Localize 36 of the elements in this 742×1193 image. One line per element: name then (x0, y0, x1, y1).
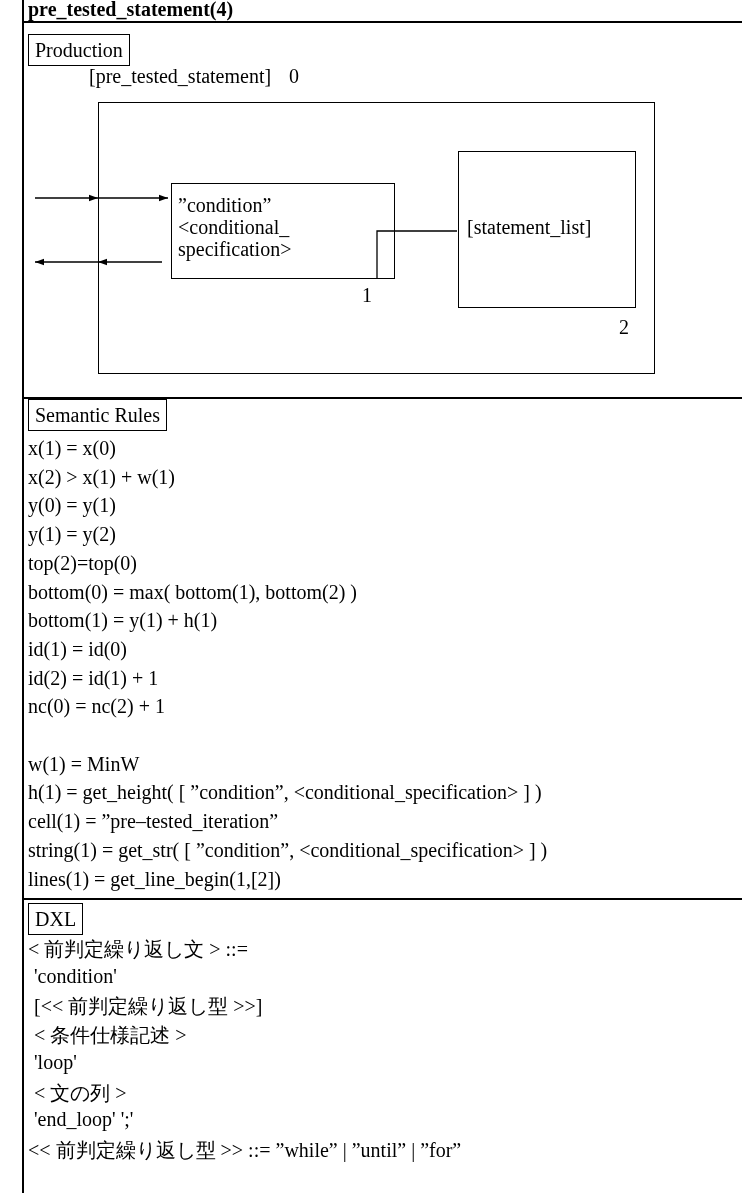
rule-text: id(1) = id(0) (28, 637, 128, 661)
box-number: 1 (362, 284, 372, 307)
section-heading: Semantic Rules (28, 399, 167, 431)
rule-text: bottom(0) = max( bottom(1), bottom(2) ) (28, 580, 357, 604)
node-text: ”condition” <conditional_ specification> (178, 194, 293, 260)
rule-text: x(1) = x(0) (28, 437, 116, 460)
table-title: pre_tested_statement(4) (28, 0, 234, 21)
section-heading: Production (28, 34, 130, 66)
rule-text: y(0) = y(1) (28, 494, 116, 518)
grammar-text: < 前判定繰り返し文 > ::= (28, 937, 248, 962)
grammar-text: 'loop' (34, 1050, 77, 1074)
grammar-text: [<< 前判定繰り返し型 >>] (34, 994, 263, 1020)
rule-text: id(2) = id(1) + 1 (28, 666, 159, 690)
rule-text: w(1) = MinW (28, 752, 140, 776)
section-heading: DXL (28, 903, 84, 935)
grammar-text: 'condition' (34, 964, 117, 988)
rule-text: h(1) = get_height( [ ”condition”, <conditional_specification> ] ) (28, 781, 542, 805)
rule-text: string(1) = get_str( [ ”condition”, <conditional_specification> ] ) (28, 838, 548, 862)
rule-text: x(2) > x(1) + w(1) (28, 465, 175, 489)
rule-text: top(2)=top(0) (28, 551, 138, 575)
node-text: [statement_list] (467, 216, 592, 238)
rule-text: bottom(1) = y(1) + h(1) (28, 609, 218, 633)
rule-text: lines(1) = get_line_begin(1,[2]) (28, 867, 281, 891)
arrow (34, 258, 163, 266)
grammar-text: < 文の列 > (34, 1080, 127, 1106)
rule-text: nc(0) = nc(2) + 1 (28, 695, 165, 719)
box-number: 0 (289, 65, 299, 88)
arrow (34, 194, 169, 202)
box-heading: [pre_tested_statement] (89, 65, 272, 88)
grammar-text: 'end_loop' ';' (34, 1108, 134, 1132)
grammar-text: < 条件仕様記述 > (34, 1023, 187, 1049)
connector-line (376, 230, 458, 279)
rule-text: cell(1) = ”pre–tested_iteration” (28, 810, 279, 834)
box-number: 2 (619, 316, 629, 339)
rule-text: y(1) = y(2) (28, 523, 116, 547)
grammar-text: << 前判定繰り返し型 >> ::= ”while” | ”until” | ”for” (28, 1137, 462, 1164)
